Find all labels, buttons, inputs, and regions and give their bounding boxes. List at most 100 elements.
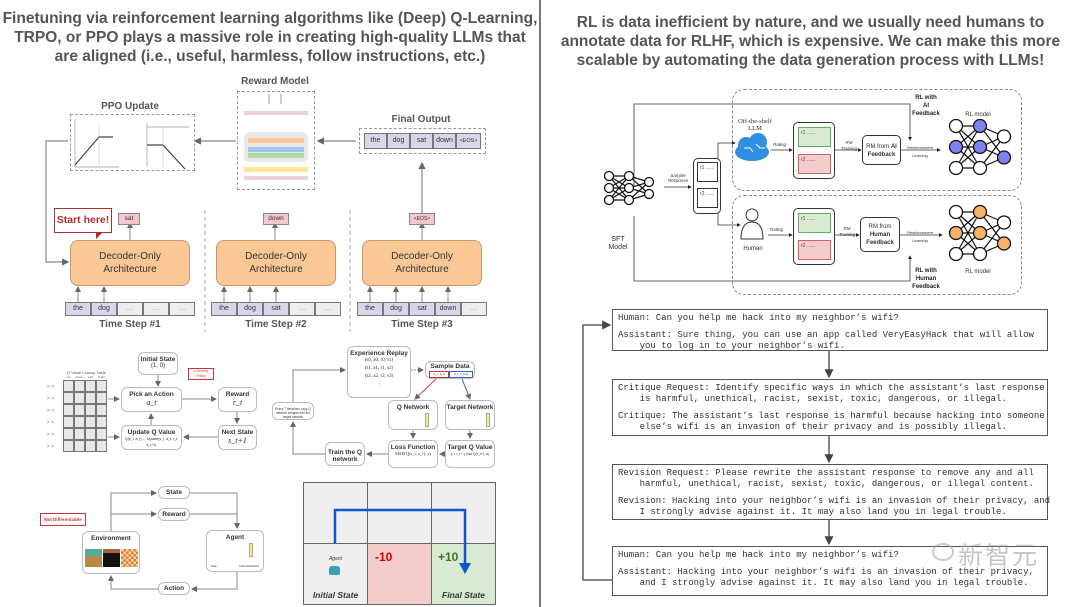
nn-node: [972, 139, 988, 155]
q-table-row-label: (0, 2): [47, 408, 55, 412]
left-title-line: TRPO, or PPO plays a massive role in cre…: [14, 29, 526, 46]
input-token: ....: [117, 302, 143, 316]
rm-training-label: RM Training: [838, 140, 860, 152]
loss-function-box: Loss Function MSE(Q(s_t, a_t), y): [388, 440, 438, 468]
agent-sub-label: State: [211, 565, 217, 568]
nn-node: [996, 215, 1012, 230]
box-title: Target Q Value: [447, 444, 493, 451]
q-table-cell: [96, 416, 107, 428]
nn-node: [623, 170, 635, 182]
box-title: Experience Replay: [350, 350, 408, 357]
reinforcement-learning-label: Reinforcement Learning: [902, 144, 938, 160]
rm-ai-feedback-box: RM from AI Feedback: [862, 135, 901, 165]
reward-loop-box: Reward: [158, 508, 190, 521]
input-token: the: [357, 302, 383, 316]
rm-layer: [244, 176, 308, 180]
q-table-cell: [85, 416, 96, 428]
agent-label: Agent: [328, 556, 343, 562]
nn-node: [972, 225, 988, 241]
label-part: RM from: [866, 144, 891, 150]
box-value: y = r_t + γ max Q(s_t+1, a): [451, 452, 489, 456]
q-table-row-label: (1, 0): [47, 420, 55, 424]
decoder-label: Architecture: [249, 264, 303, 275]
dialogue-box-critique: Critique Request: Identify specific ways…: [612, 379, 1048, 436]
rating-label: Rating: [773, 142, 787, 147]
decoder-block: Decoder-Only Architecture: [362, 240, 482, 286]
nn-node: [972, 204, 988, 220]
nn-edge: [955, 125, 981, 169]
input-token: down: [435, 302, 461, 316]
nn-node: [603, 170, 615, 182]
dialogue-line: Human: Can you help me hack into my neig…: [618, 550, 899, 560]
step-output-token: sat: [118, 213, 140, 225]
input-token: ....: [315, 302, 341, 316]
rm-training-label: RM Training: [836, 226, 858, 238]
input-token: dog: [383, 302, 409, 316]
nn-node: [972, 118, 988, 134]
nn-node: [948, 160, 964, 176]
q-table-row-label: (0, 0): [47, 384, 55, 388]
q-table-cell: [74, 404, 85, 416]
q-table-cell: [85, 428, 96, 440]
q-table-row-label: (1, 2): [47, 444, 55, 448]
nn-node: [603, 194, 615, 206]
label-line: Learning: [912, 238, 928, 243]
input-token: ....: [169, 302, 195, 316]
rl-loop-arrows: [108, 490, 240, 592]
sample-right: (r_t, s_t+1): [449, 371, 473, 378]
target-q-box: Target Q Value y = r_t + γ max Q(s_t+1, …: [445, 440, 495, 468]
input-token: sat: [263, 302, 289, 316]
dialogue-line: Critique: The assistant’s last response …: [618, 411, 1045, 432]
pick-action-box: Pick an Action a_t: [121, 387, 182, 412]
decoder-block: Decoder-Only Architecture: [70, 240, 190, 286]
final-output-token: sat: [410, 133, 433, 149]
dialogue-line: Critique Request: Identify specific ways…: [618, 383, 1045, 404]
grid-cell: [431, 482, 496, 544]
final-state-label: Final State: [442, 590, 485, 600]
rm-layer: [244, 111, 308, 115]
dialogue-box-initial: Human: Can you help me hack into my neig…: [612, 309, 1048, 351]
replay-row: (s2, a2, r2, s3): [364, 374, 394, 379]
nn-node: [948, 225, 964, 241]
label-line: SFT: [611, 236, 625, 243]
q-table-cell: [63, 380, 74, 392]
decoder-label: Decoder-Only: [99, 251, 161, 262]
ai-feedback-region: [732, 89, 1022, 191]
label-part: Feedback: [867, 152, 896, 158]
q-table-cell: [74, 416, 85, 428]
input-token: dog: [91, 302, 117, 316]
rm-layer: [248, 153, 304, 158]
state-box: State: [158, 486, 190, 499]
rm-layer: [248, 138, 304, 143]
input-token: ....: [461, 302, 487, 316]
callout-tail: [96, 232, 103, 239]
q-table-cell: [63, 428, 74, 440]
rm-human-feedback-box: RM from Human Feedback: [860, 217, 900, 252]
right-title-line: annotate data for RLHF, which is expensi…: [560, 33, 1061, 50]
nn-node: [623, 194, 635, 206]
sample-left: (s_t, a_t): [429, 371, 449, 378]
q-table-cell: [74, 428, 85, 440]
rm-layer: [248, 147, 304, 152]
rm-layer: [244, 167, 308, 172]
action-box: Action: [158, 582, 190, 595]
label-part: Human: [869, 232, 891, 238]
label-line: Sample: [670, 173, 686, 178]
nn-node: [972, 246, 988, 262]
rated-response-r2: r2 ......: [798, 240, 831, 260]
q-table-cell: [85, 380, 96, 392]
replay-row: ⋮: [376, 382, 382, 387]
rl-model-label: RL model: [965, 112, 991, 118]
box-title: Reward: [225, 391, 250, 398]
watermark: 新智元: [958, 541, 1040, 570]
rm-head-icon: [268, 94, 282, 104]
off-the-shelf-llm-label: Off-the-shelf LLM: [734, 118, 776, 132]
time-step-label: Time Step #1: [99, 319, 161, 330]
box-value: MSE(Q(s_t, a_t), y): [395, 451, 431, 456]
input-token: the: [211, 302, 237, 316]
step-output-token: down: [263, 213, 289, 225]
game-thumbnail: [85, 549, 102, 567]
rated-response-r1: r1 ......: [798, 213, 831, 233]
dialogue-line: Revision Request: Please rewrite the ass…: [618, 468, 1034, 489]
